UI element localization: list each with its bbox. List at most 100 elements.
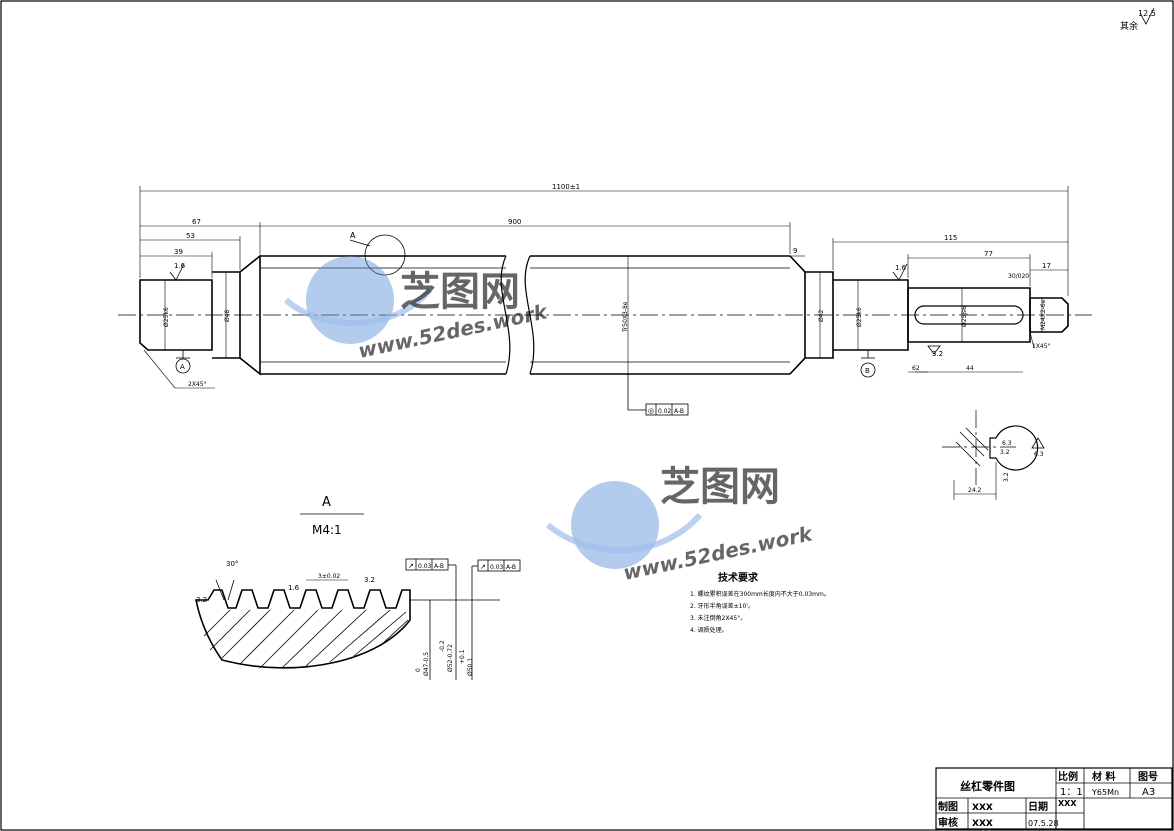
tb-material-label: 材 料 — [1092, 770, 1115, 783]
chamfer-left: 2X45° — [188, 381, 207, 388]
keyway — [914, 305, 1024, 325]
tb-drawn-label: 制图 — [938, 800, 958, 813]
tb-date-label: 日期 — [1028, 800, 1048, 813]
dim-77: 77 — [984, 250, 993, 258]
detail-a: A M4:1 30° 3.2 1.6 3.2 3±0.02 ↗ 0.03 — [195, 495, 521, 680]
section-width: 24.2 — [968, 487, 982, 494]
dim-39: 39 — [174, 248, 183, 256]
detail-pitch: 3±0.02 — [318, 573, 340, 580]
tol-main-ref: A-B — [674, 408, 684, 415]
dim-67: 67 — [192, 218, 201, 226]
tb-drawing-no-label: 图号 — [1138, 771, 1158, 783]
detail-rough-c: 3.2 — [364, 576, 375, 584]
left-journal — [139, 279, 213, 351]
tol-main-sym: ◎ — [648, 407, 654, 415]
right-transition — [789, 255, 806, 375]
detail-tol1-val: 0.03 — [418, 563, 432, 570]
rough-mark-3 — [927, 345, 941, 355]
rough-mark-1 — [169, 263, 185, 281]
detail-dim2: Ø52-0.72 — [447, 644, 454, 672]
shaft-dimensions: 1100±1 67 53 39 900 9 115 77 17 30/020 6… — [139, 183, 1069, 416]
detail-thread-profile — [195, 589, 411, 669]
detail-dim3b: +0.1 — [459, 649, 466, 664]
break-line-right — [524, 255, 535, 375]
detail-tol1-sym: ↗ — [408, 562, 414, 570]
detail-tol2-ref: A-B — [506, 564, 516, 571]
dim-9: 9 — [793, 247, 797, 255]
dim-115: 115 — [944, 234, 957, 242]
dim-17: 17 — [1042, 262, 1051, 270]
dia-thread: Tr50X3-8e — [622, 301, 629, 333]
tech-item-3: 3. 未注倒角2X45°。 — [690, 614, 746, 622]
detail-dim2b: -0.2 — [439, 640, 446, 652]
detail-hatching — [203, 609, 409, 669]
detail-a-callout: A — [350, 231, 356, 240]
datum-a: A — [180, 363, 185, 371]
dia-right1: Ø42 — [818, 309, 825, 322]
section-key: 3.2 — [1000, 449, 1010, 456]
detail-scale: M4:1 — [312, 523, 342, 537]
detail-tol2-val: 0.03 — [490, 564, 504, 571]
roughness-note-label: 其余 — [1120, 20, 1138, 32]
tech-requirements: 技术要求 1. 螺纹累积误差在300mm长度内不大于0.03mm。 2. 牙形半… — [690, 571, 830, 634]
tb-checked-by: XXX — [972, 819, 993, 829]
detail-rough-b: 1.6 — [288, 584, 300, 592]
tb-name: 丝杠零件图 — [960, 779, 1015, 793]
tech-item-1: 1. 螺纹累积误差在300mm长度内不大于0.03mm。 — [690, 590, 830, 598]
watermark-1-brand: 芝图网 — [400, 269, 520, 315]
section-outline — [989, 425, 1039, 471]
dim-53: 53 — [186, 232, 195, 240]
tb-drawing-no-value: A3 — [1142, 787, 1155, 798]
section-rough2: 6.3 — [1002, 440, 1012, 447]
tb-material-value: Y65Mn — [1091, 788, 1119, 797]
shaft-main-view: A — [118, 231, 1092, 376]
section-view: 24.2 3.2 6.3 6.3 3.2 — [942, 410, 1045, 500]
tech-item-4: 4. 调质处理。 — [690, 626, 728, 634]
title-block: 丝杠零件图 比例 1：1 材 料 Y65Mn 图号 A3 制图 XXX 日期 X… — [935, 767, 1173, 830]
detail-angle: 30° — [226, 560, 238, 568]
dim-44: 44 — [966, 365, 974, 372]
dia-left2: Ø48 — [224, 309, 231, 322]
watermark-globe-icon — [306, 256, 394, 344]
detail-label: A — [322, 495, 331, 510]
keyed-section — [907, 287, 1031, 343]
detail-rough-a: 3.2 — [196, 596, 207, 604]
roughness-note: 其余 12.5 — [1120, 7, 1156, 32]
tb-drawn-by: XXX — [972, 803, 993, 813]
tech-item-2: 2. 牙形半角误差±10'。 — [690, 602, 754, 610]
watermark-1: 芝图网 www.52des.work — [284, 256, 551, 363]
datum-b: B — [865, 367, 870, 375]
thread-right: M24X2-6e — [1040, 299, 1047, 330]
dia-right2: Ø25k6 — [856, 307, 863, 327]
roughness-note-value: 12.5 — [1138, 9, 1156, 18]
tol-main-val: 0.02 — [658, 408, 672, 415]
dim-30: 30/020 — [1008, 273, 1029, 280]
detail-dim3: Ø50.1 — [467, 658, 474, 676]
rough-3: 3.2 — [932, 350, 943, 358]
section-rough: 6.3 — [1034, 451, 1044, 458]
detail-tol2-sym: ↗ — [480, 563, 486, 571]
dim-900: 900 — [508, 218, 521, 226]
detail-tol1-ref: A-B — [434, 563, 444, 570]
dim-overall: 1100±1 — [552, 183, 580, 191]
watermark-2: 芝图网 www.52des.work — [546, 464, 816, 585]
tb-checked-label: 审核 — [938, 816, 958, 829]
left-transition — [239, 254, 261, 376]
detail-dim1b: 0 — [415, 668, 422, 672]
tb-date2: 07.5.28 — [1028, 819, 1059, 828]
chamfer-right: 1X45° — [1032, 343, 1051, 350]
rough-1: 1.6 — [174, 262, 186, 270]
thread-body — [260, 255, 790, 375]
dia-key: Ø25js6 — [961, 306, 968, 327]
right-shoulder — [805, 271, 834, 359]
break-line-left — [500, 255, 511, 375]
rough-2: 1.6 — [895, 264, 907, 272]
detail-a-circle — [364, 234, 406, 276]
detail-dim1: Ø47-0.5 — [423, 652, 430, 676]
rough-mark-2 — [892, 263, 908, 281]
tb-scale-value: 1：1 — [1060, 787, 1083, 798]
tb-date-value: XXX — [1058, 799, 1077, 808]
dim-62: 62 — [912, 365, 920, 372]
